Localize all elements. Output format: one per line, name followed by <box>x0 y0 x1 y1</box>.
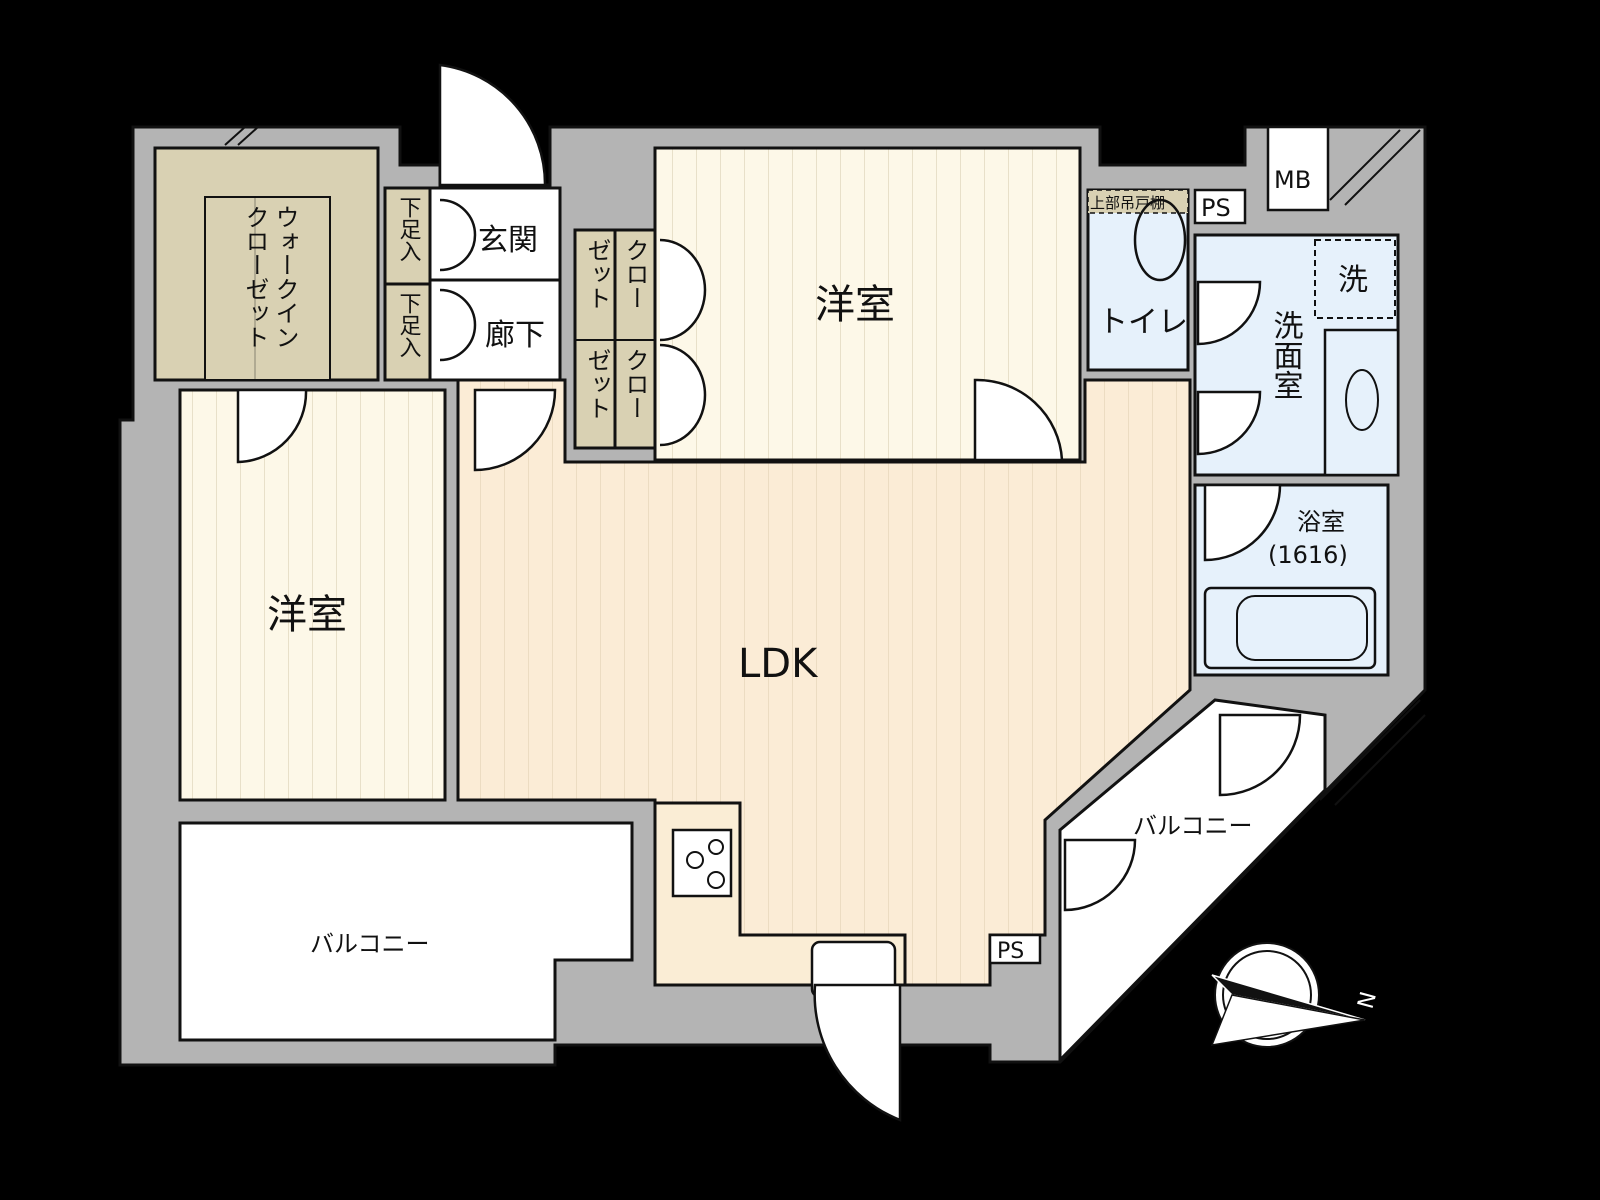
closet-1-label-a: クロー <box>621 238 649 310</box>
bath-size-label: (1616) <box>1268 541 1348 569</box>
toilet-label: トイレ <box>1098 305 1188 340</box>
entrance-label: 玄関 <box>478 223 538 258</box>
ps-bottom-label: PS <box>997 939 1024 964</box>
bath-label: 浴室 <box>1297 508 1345 536</box>
entrance-door[interactable] <box>438 63 547 187</box>
bedroom-north-label: 洋室 <box>815 282 895 328</box>
wic-label-1: ウォークイン <box>271 205 299 349</box>
compass-icon: N <box>1210 942 1382 1048</box>
shoe-closet-label-2: 下足入 <box>396 292 422 358</box>
balcony-right-label: バルコニー <box>1133 812 1253 840</box>
shoe-closet-label-1: 下足入 <box>396 196 422 262</box>
interior-doors <box>236 198 1302 1122</box>
compass-north-label: N <box>1354 989 1382 1011</box>
balcony-left <box>178 821 634 1042</box>
vanity <box>1323 328 1400 477</box>
bedroom-west <box>178 388 447 802</box>
wic-label-2: クローゼット <box>241 205 269 349</box>
ldk-label: LDK <box>738 641 819 687</box>
meter-box-label: MB <box>1274 166 1311 194</box>
meter-box <box>1266 125 1330 212</box>
basin-icon <box>1345 369 1379 431</box>
washer-space <box>1314 239 1396 319</box>
washer-label: 洗 <box>1338 263 1368 298</box>
balcony-right <box>1058 698 1327 1064</box>
washroom-label: 洗面室 <box>1268 310 1303 400</box>
hallway-label: 廊下 <box>485 318 545 353</box>
toilet-room <box>1086 188 1190 372</box>
bedroom-west-label: 洋室 <box>267 592 347 638</box>
closet-1-label-b: ゼット <box>583 238 611 310</box>
ps-bottom <box>988 933 1042 965</box>
closet-2-label-a: クロー <box>621 348 649 420</box>
bathtub-icon <box>1203 586 1377 670</box>
balcony-left-label: バルコニー <box>310 930 430 958</box>
ps-top <box>1193 188 1247 225</box>
upper-cabinet-label: 上部吊戸棚 <box>1090 194 1165 212</box>
closet-2-label-b: ゼット <box>583 348 611 420</box>
upper-cabinet <box>1087 189 1189 214</box>
toilet-icon <box>1133 198 1187 282</box>
ps-top-label: PS <box>1201 194 1231 222</box>
